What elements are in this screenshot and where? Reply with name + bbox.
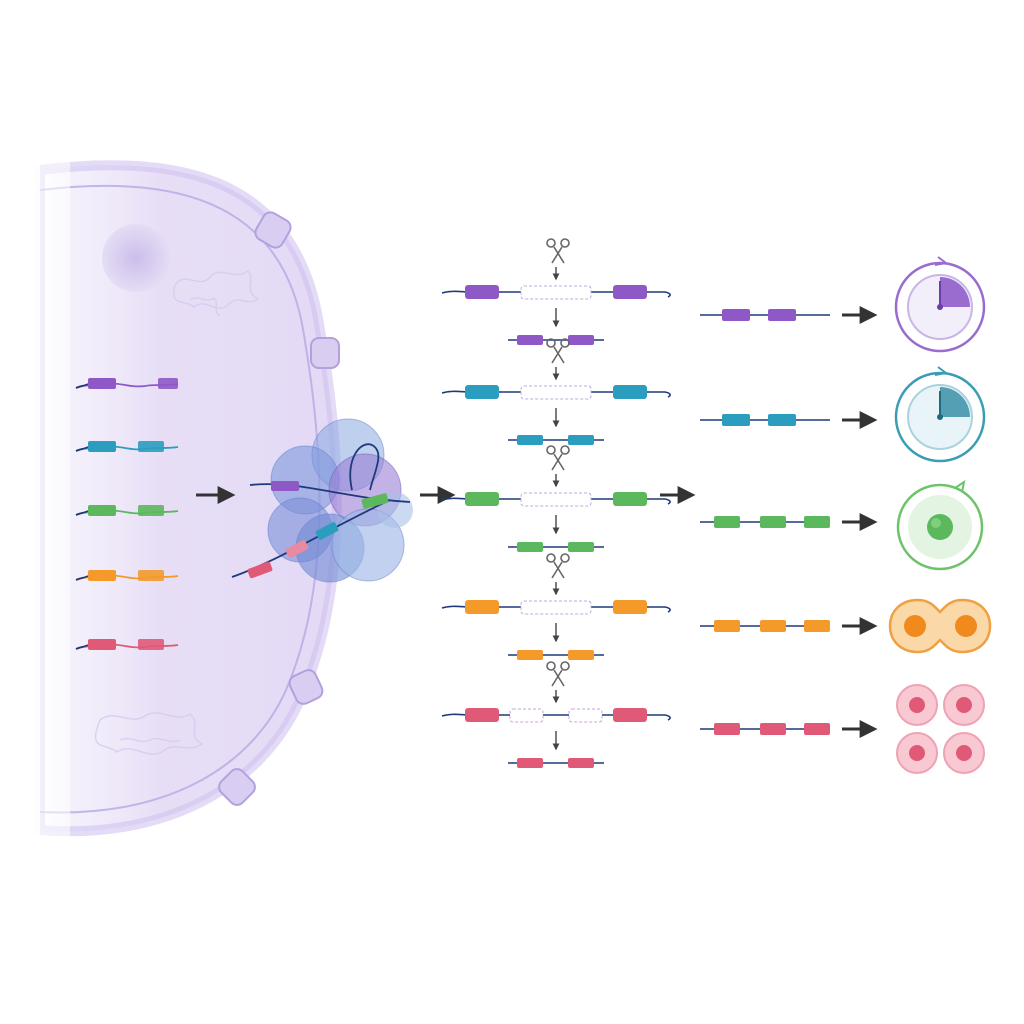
exon	[517, 758, 543, 768]
nuclear-pore	[218, 768, 256, 806]
exon	[465, 708, 499, 722]
exon	[88, 441, 116, 452]
excised-exon	[520, 600, 592, 615]
outcome-icons	[888, 256, 992, 774]
excised-exon	[568, 708, 603, 723]
scissors-icon	[546, 661, 570, 687]
exon	[613, 600, 647, 614]
exon	[138, 570, 164, 581]
exon	[760, 516, 786, 528]
pre-mrna-transcript	[75, 378, 179, 389]
excised-exon	[520, 385, 592, 400]
exon	[714, 516, 740, 528]
exon	[465, 385, 499, 399]
exon	[804, 620, 830, 632]
splicing-event	[441, 338, 671, 445]
splicing-event	[441, 445, 671, 552]
clock-icon	[894, 366, 986, 463]
mature-mrna	[700, 617, 878, 635]
exon	[138, 441, 164, 452]
pre-mrna-list	[75, 378, 179, 650]
exon	[760, 723, 786, 735]
splicing-event	[441, 553, 671, 660]
exon	[517, 435, 543, 445]
single-cell-icon	[896, 479, 984, 571]
exon	[804, 516, 830, 528]
nuclear-pore	[310, 337, 340, 369]
pre-mrna-transcript	[75, 570, 179, 581]
scissors-icon	[546, 238, 570, 264]
exon	[465, 285, 499, 299]
splicing-event	[441, 661, 671, 768]
pre-mrna-transcript	[75, 505, 179, 516]
exon	[804, 723, 830, 735]
exon	[88, 570, 116, 581]
exon	[568, 650, 594, 660]
exon	[88, 639, 116, 650]
nuclear-pore	[254, 211, 292, 249]
exon	[517, 542, 543, 552]
exon	[138, 639, 164, 650]
chromatin-texture	[94, 270, 260, 755]
scissors-icon	[546, 445, 570, 471]
pre-mrna-transcript	[75, 441, 179, 452]
exon	[613, 385, 647, 399]
splicing-event	[441, 238, 671, 345]
exon	[760, 620, 786, 632]
exon	[768, 414, 796, 426]
exon	[722, 309, 750, 321]
exon	[465, 600, 499, 614]
exon	[568, 335, 594, 345]
scissors-icon	[546, 338, 570, 364]
exon	[568, 758, 594, 768]
cell-cluster-icon	[896, 684, 985, 774]
splicing-events	[441, 238, 671, 768]
excised-exon	[520, 285, 592, 300]
exon	[138, 505, 164, 516]
excised-exon	[520, 492, 592, 507]
mature-mrna	[700, 306, 878, 324]
exon	[613, 492, 647, 506]
excised-exon	[509, 708, 544, 723]
mature-mrna	[700, 513, 878, 531]
exon	[88, 378, 116, 389]
exon	[768, 309, 796, 321]
mature-mrna	[700, 720, 878, 738]
exon	[88, 505, 116, 516]
exon	[568, 435, 594, 445]
spliceosome	[231, 418, 413, 583]
exon	[714, 620, 740, 632]
exon	[517, 335, 543, 345]
nuclear-pore	[288, 669, 324, 705]
clock-icon	[894, 256, 986, 353]
mature-mrna	[700, 411, 878, 429]
exon	[517, 650, 543, 660]
cell-nucleus	[0, 140, 342, 860]
exon	[465, 492, 499, 506]
nucleolus	[102, 224, 170, 292]
exon	[568, 542, 594, 552]
pre-mrna-transcript	[75, 639, 179, 650]
dividing-cell-icon	[888, 598, 992, 654]
exon	[714, 723, 740, 735]
scissors-icon	[546, 553, 570, 579]
exon	[613, 708, 647, 722]
exon	[613, 285, 647, 299]
exon	[158, 378, 178, 389]
mature-mrna-list	[700, 306, 878, 738]
exon	[722, 414, 750, 426]
